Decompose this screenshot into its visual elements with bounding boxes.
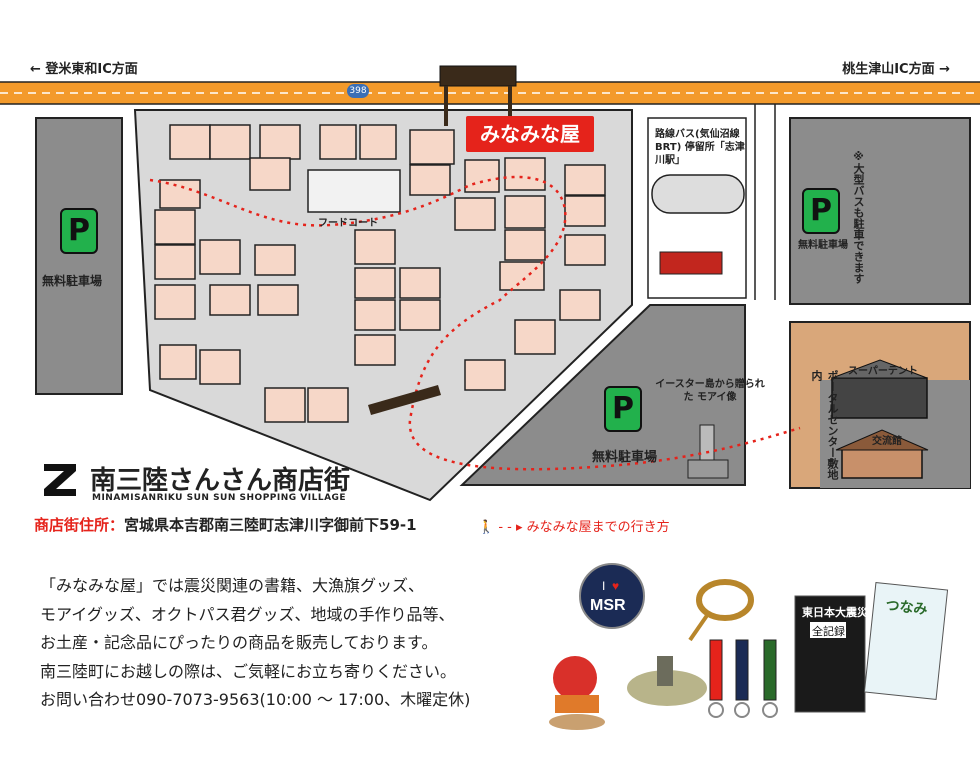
shop-description: 「みなみな屋」では震災関連の書籍、大漁旗グッズ、 モアイグッズ、オクトパス君グッ… bbox=[40, 572, 560, 715]
bus bbox=[659, 251, 723, 275]
badge-bottom-text: MSR bbox=[590, 597, 626, 614]
address: 商店街住所：宮城県本吉郡南三陸町志津川字御前下59-1 bbox=[34, 514, 417, 535]
book-tsunami bbox=[863, 581, 949, 701]
supertent-building bbox=[831, 377, 928, 419]
address-label: 商店街住所： bbox=[34, 516, 125, 534]
bus-stop-label: 路線バス(気仙沼線BRT) 停留所「志津川駅」 bbox=[655, 129, 745, 166]
portal-center-label: ポータルセンター敷地内 bbox=[810, 370, 839, 480]
route-legend: 🚶 - - ▸ みなみな屋までの行き方 bbox=[478, 516, 670, 535]
parking-center-icon: P bbox=[604, 386, 642, 432]
description-line: お問い合わせ090-7073-9563(10:00 ～ 17:00、木曜定休) bbox=[40, 690, 471, 709]
keychains bbox=[708, 639, 778, 718]
octopus-figure bbox=[553, 656, 597, 700]
walking-route bbox=[149, 175, 801, 471]
free-parking-left-label: 無料駐車場 bbox=[42, 274, 103, 288]
south-gate-sign bbox=[368, 385, 441, 415]
route-number-badge: 398 bbox=[347, 84, 369, 98]
address-value: 宮城県本吉郡南三陸町志津川字御前下59-1 bbox=[124, 516, 417, 534]
exchange-hall-building bbox=[841, 447, 923, 479]
description-line: モアイグッズ、オクトパス君グッズ、地域の手作り品等、 bbox=[40, 604, 455, 624]
direction-left: ← 登米東和IC方面 bbox=[30, 62, 138, 77]
food-court-label: フードコート bbox=[318, 218, 378, 229]
food-court-building bbox=[307, 169, 401, 213]
description-line: 「みなみな屋」では震災関連の書籍、大漁旗グッズ、 bbox=[40, 576, 425, 595]
bus-station bbox=[651, 174, 745, 214]
exchange-hall-label: 交流館 bbox=[872, 436, 902, 447]
brand-logo-icon bbox=[44, 464, 76, 496]
route-legend-text: みなみな屋までの行き方 bbox=[526, 520, 670, 535]
svg-text:♥: ♥ bbox=[612, 579, 619, 593]
free-parking-right-label: 無料駐車場 bbox=[798, 240, 848, 251]
goods-photos: I ♥ MSR 東日本大震災 全記録 つなみ bbox=[549, 563, 949, 730]
village-gate-sign bbox=[439, 65, 517, 87]
strap bbox=[696, 579, 754, 621]
book1-subtitle-text: 全記録 bbox=[812, 624, 845, 638]
direction-right: 桃生津山IC方面 → bbox=[842, 62, 950, 77]
badge-top-text: I bbox=[602, 579, 605, 593]
moai-label: イースター島から贈られた モアイ像 bbox=[655, 379, 765, 403]
moai-statue bbox=[699, 424, 715, 462]
left-parking-lot bbox=[35, 117, 123, 395]
book2-title-text: つなみ bbox=[885, 598, 928, 618]
parking-left-icon: P bbox=[60, 208, 98, 254]
minamina-ya-callout: みなみな屋 bbox=[466, 116, 594, 152]
supertent-label: スーパーテント bbox=[848, 366, 918, 377]
center-parking-lot bbox=[459, 304, 746, 486]
description-line: お土産・記念品にぴったりの商品を販売しております。 bbox=[40, 633, 438, 652]
walker-icon: 🚶 - - ▸ bbox=[478, 520, 527, 535]
brand-subtitle: MINAMISANRIKU SUN SUN SHOPPING VILLAGE bbox=[92, 493, 347, 503]
msr-badge bbox=[579, 563, 645, 629]
parking-right-icon: P bbox=[802, 188, 840, 234]
book-earthquake-record bbox=[794, 595, 866, 713]
moai-stone bbox=[627, 670, 707, 706]
book1-title-text: 東日本大震災 bbox=[802, 605, 869, 619]
free-parking-center-label: 無料駐車場 bbox=[592, 450, 658, 465]
area-map bbox=[0, 65, 980, 502]
shop-buildings bbox=[154, 124, 606, 423]
brand-title: 南三陸さんさん商店街 bbox=[90, 466, 351, 496]
large-bus-label: ※大型バスも駐車できます bbox=[852, 150, 865, 284]
description-line: 南三陸町にお越しの際は、ご気軽にお立ち寄りください。 bbox=[40, 661, 457, 681]
